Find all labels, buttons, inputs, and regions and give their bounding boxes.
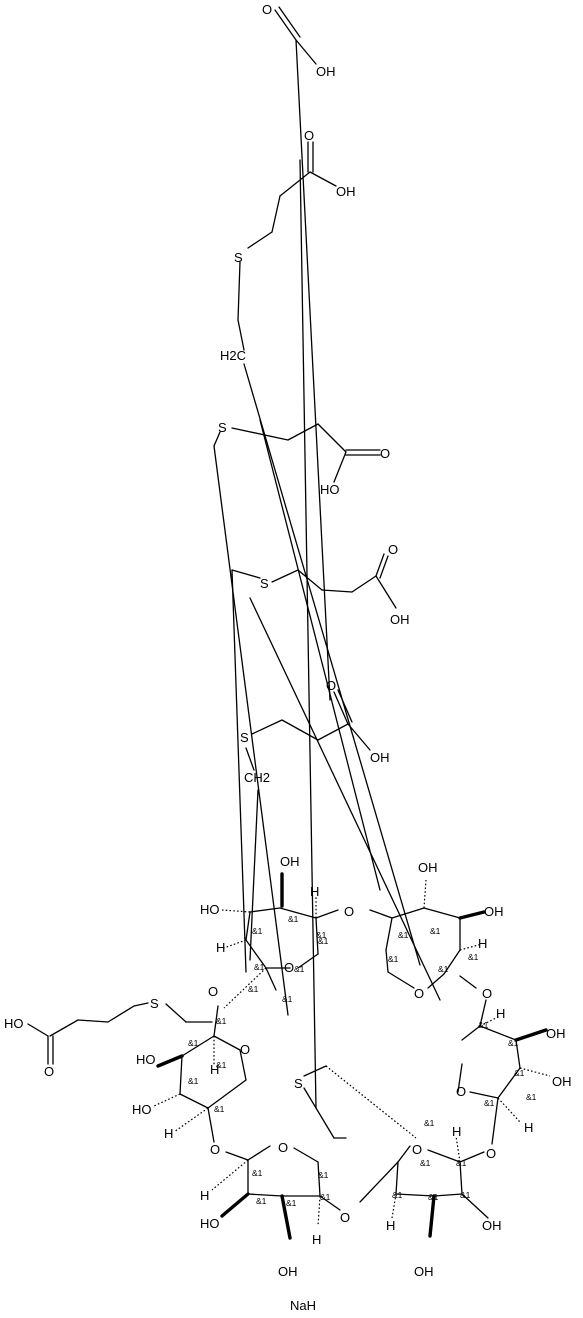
hydroxyl-c7-label: HO (136, 1052, 156, 1067)
ring-o-4-label: O (456, 1084, 466, 1099)
stereo-marker: &1 (428, 1192, 439, 1202)
ring-o-2-label: O (208, 984, 218, 999)
sodium-counterion: NaH (290, 1298, 316, 1313)
stereo-marker: &1 (216, 1060, 227, 1070)
stereo-marker: &1 (252, 1168, 263, 1178)
atom-label-layer: OOHOOHSH2CSOHOOSOHOSOHCH2OHHOHOHOOOHOHHO… (4, 2, 572, 1279)
stereo-marker: &1 (188, 1076, 199, 1086)
hydroxyl-c6-label: OH (552, 1074, 572, 1089)
ring-o-1-label: O (284, 960, 294, 975)
hydroxyl-c4-label: OH (484, 904, 504, 919)
hydroxyl-c11-label: OH (414, 1264, 434, 1279)
h-c7-label: H (164, 1126, 173, 1141)
h-c6-label: H (210, 1062, 219, 1077)
stereo-marker: &1 (320, 1192, 331, 1202)
stereo-marker: &1 (256, 1196, 267, 1206)
stereo-marker: &1 (288, 914, 299, 924)
stereo-marker: &1 (484, 1098, 495, 1108)
stereo-marker: &1 (316, 930, 327, 940)
carbonyl-oxygen-5-label: O (326, 678, 336, 693)
stereo-marker: &1 (424, 1118, 435, 1128)
carbonyl-oxygen-3-label: O (380, 446, 390, 461)
hydroxyl-c1-label: OH (280, 854, 300, 869)
methylene-1-label: H2C (220, 348, 246, 363)
hydroxyl-acid-6-label: HO (4, 1016, 24, 1031)
methylene-2-label: CH2 (244, 770, 270, 785)
h-c2-label: H (216, 940, 225, 955)
ring-o-5-label: O (240, 1042, 250, 1057)
stereo-marker: &1 (188, 1038, 199, 1048)
carbonyl-oxygen-2-label: O (304, 128, 314, 143)
hydroxyl-c5-label: OH (546, 1026, 566, 1041)
hydroxyl-c12-label: OH (482, 1218, 502, 1233)
h-c9-label: H (312, 1232, 321, 1247)
thioether-s-4-label: S (240, 730, 249, 745)
stereo-marker: &1 (294, 964, 305, 974)
carbonyl-oxygen-4-label: O (388, 542, 398, 557)
stereo-marker: &1 (460, 1190, 471, 1200)
ring-o-7-label: O (412, 1142, 422, 1157)
stereo-marker: &1 (214, 1104, 225, 1114)
thioether-s-6-label: S (294, 1076, 303, 1091)
stereo-marker: &1 (216, 1016, 227, 1026)
h-c4-label: H (496, 1006, 505, 1021)
stereo-marker: &1 (526, 1092, 537, 1102)
thioether-s-2-label: S (218, 420, 227, 435)
hydroxyl-acid-5-label: OH (370, 750, 390, 765)
thioether-s-5-label: S (150, 996, 159, 1011)
glycosidic-o-3-label: O (486, 1146, 496, 1161)
hydroxyl-acid-1-label: OH (316, 64, 336, 79)
stereo-marker: &1 (318, 936, 329, 946)
hydroxyl-c3-label: OH (418, 860, 438, 875)
hydroxyl-acid-3-label: HO (320, 482, 340, 497)
stereo-marker: &1 (248, 984, 259, 994)
glycosidic-o-2-label: O (482, 986, 492, 1001)
ring-o-6-label: O (278, 1140, 288, 1155)
h-c3-label: H (478, 936, 487, 951)
glycosidic-o-4-label: O (210, 1142, 220, 1157)
stereo-marker: &1 (438, 964, 449, 974)
stereo-marker: &1 (430, 926, 441, 936)
hydroxyl-c8-label: HO (132, 1102, 152, 1117)
stereo-marker: &1 (392, 1190, 403, 1200)
hydroxyl-c2-label: HO (200, 902, 220, 917)
stereo-marker: &1 (388, 954, 399, 964)
stereo-marker: &1 (282, 994, 293, 1004)
stereo-marker: &1 (398, 930, 409, 940)
ring-o-3-label: O (414, 986, 424, 1001)
hydroxyl-acid-2-label: OH (336, 184, 356, 199)
stereo-marker: &1 (456, 1158, 467, 1168)
stereo-marker: &1 (254, 962, 265, 972)
stereo-marker: &1 (318, 1170, 329, 1180)
h-c1-label: H (310, 884, 319, 899)
glycosidic-o-5-label: O (340, 1210, 350, 1225)
h-c11-label: H (452, 1124, 461, 1139)
stereo-marker: &1 (468, 952, 479, 962)
stereo-marker: &1 (252, 926, 263, 936)
stereo-marker: &1 (478, 1020, 489, 1030)
hydroxyl-c9-label: HO (200, 1216, 220, 1231)
thioether-s-1-label: S (234, 250, 243, 265)
stereo-marker: &1 (286, 1198, 297, 1208)
h-c8-label: H (200, 1188, 209, 1203)
stereo-marker: &1 (514, 1068, 525, 1078)
thioether-s-3-label: S (260, 576, 269, 591)
stereo-marker: &1 (420, 1158, 431, 1168)
carbonyl-oxygen-6-label: O (44, 1064, 54, 1079)
stereo-marker: &1 (508, 1038, 519, 1048)
carbonyl-oxygen-1-label: O (262, 2, 272, 17)
h-c10-label: H (386, 1218, 395, 1233)
glycosidic-o-1-label: O (344, 904, 354, 919)
h-c5-label: H (524, 1120, 533, 1135)
hydroxyl-c10-label: OH (278, 1264, 298, 1279)
bond-layer (27, 6, 551, 1240)
hydroxyl-acid-4-label: OH (390, 612, 410, 627)
